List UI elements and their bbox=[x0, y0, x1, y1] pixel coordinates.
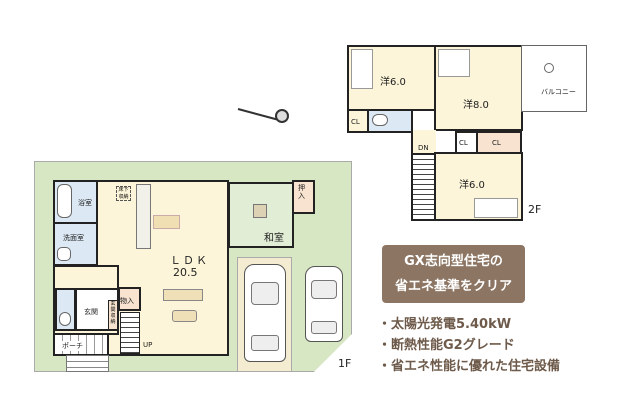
western-room-3-label: 洋6.0 bbox=[459, 180, 485, 191]
ldk-size: 20.5 bbox=[173, 266, 198, 279]
ldk-label: ＬＤＫ bbox=[170, 254, 209, 267]
oshiire-closet bbox=[292, 180, 315, 214]
closet-2-label: CL bbox=[459, 139, 468, 147]
bathtub-icon bbox=[57, 184, 72, 218]
low-table-icon bbox=[253, 204, 267, 218]
toilet-2f bbox=[367, 109, 413, 133]
down-label: DN bbox=[418, 144, 429, 152]
western-room-2-label: 洋8.0 bbox=[463, 100, 489, 111]
entry-steps bbox=[66, 355, 109, 372]
toilet-icon bbox=[59, 312, 71, 326]
car-icon bbox=[305, 266, 343, 342]
bullet-equipment: ・省エネ性能に優れた住宅設備 bbox=[378, 359, 561, 374]
stairs-2f bbox=[411, 153, 436, 221]
bed-icon bbox=[474, 198, 518, 218]
bed-icon bbox=[438, 49, 470, 77]
up-label: UP bbox=[143, 341, 153, 349]
oshiire-label: 押入 bbox=[298, 184, 305, 200]
balcony bbox=[521, 45, 587, 112]
stairs-1f bbox=[120, 312, 140, 354]
floor-1-label: 1F bbox=[338, 357, 352, 370]
bullet-solar: ・太陽光発電5.40kW bbox=[378, 317, 512, 332]
compass-arrow-icon bbox=[237, 108, 277, 121]
car-icon bbox=[244, 264, 286, 362]
closet-3-label: CL bbox=[492, 139, 501, 147]
sink-icon bbox=[57, 247, 71, 261]
washroom-label: 洗面室 bbox=[63, 234, 84, 242]
patio-table-icon bbox=[544, 63, 554, 73]
western-room-1-label: 洋6.0 bbox=[380, 77, 406, 88]
bullet-insulation: ・断熱性能G2グレード bbox=[378, 338, 515, 353]
bed-icon bbox=[351, 49, 373, 89]
north-compass-icon bbox=[237, 100, 298, 130]
floor-2-label: 2F bbox=[528, 203, 542, 216]
entrance-storage: 玄関収納 bbox=[108, 300, 118, 330]
storage-label: 物入 bbox=[120, 297, 134, 305]
closet-1-label: CL bbox=[351, 118, 360, 126]
japanese-room-label: 和室 bbox=[264, 233, 284, 244]
headline-line-1: GX志向型住宅の bbox=[404, 254, 503, 269]
storage-room bbox=[118, 287, 141, 311]
coffee-table-icon bbox=[172, 310, 197, 322]
underfloor-storage: 床下収納 bbox=[116, 186, 131, 201]
porch-label: ポーチ bbox=[62, 341, 83, 351]
dining-table-icon bbox=[153, 215, 180, 229]
gx-headline-box: GX志向型住宅の 省エネ基準をクリア bbox=[382, 245, 525, 303]
kitchen-counter-icon bbox=[136, 184, 151, 249]
headline-line-2: 省エネ基準をクリア bbox=[394, 279, 512, 294]
sofa-icon bbox=[163, 289, 203, 301]
hallway-2f bbox=[411, 130, 436, 154]
toilet-icon bbox=[372, 114, 388, 126]
compass-dial-icon bbox=[275, 109, 289, 123]
genkan-label: 玄関 bbox=[84, 308, 98, 316]
bathroom-label: 浴室 bbox=[78, 199, 92, 207]
balcony-label: バルコニー bbox=[541, 88, 576, 96]
